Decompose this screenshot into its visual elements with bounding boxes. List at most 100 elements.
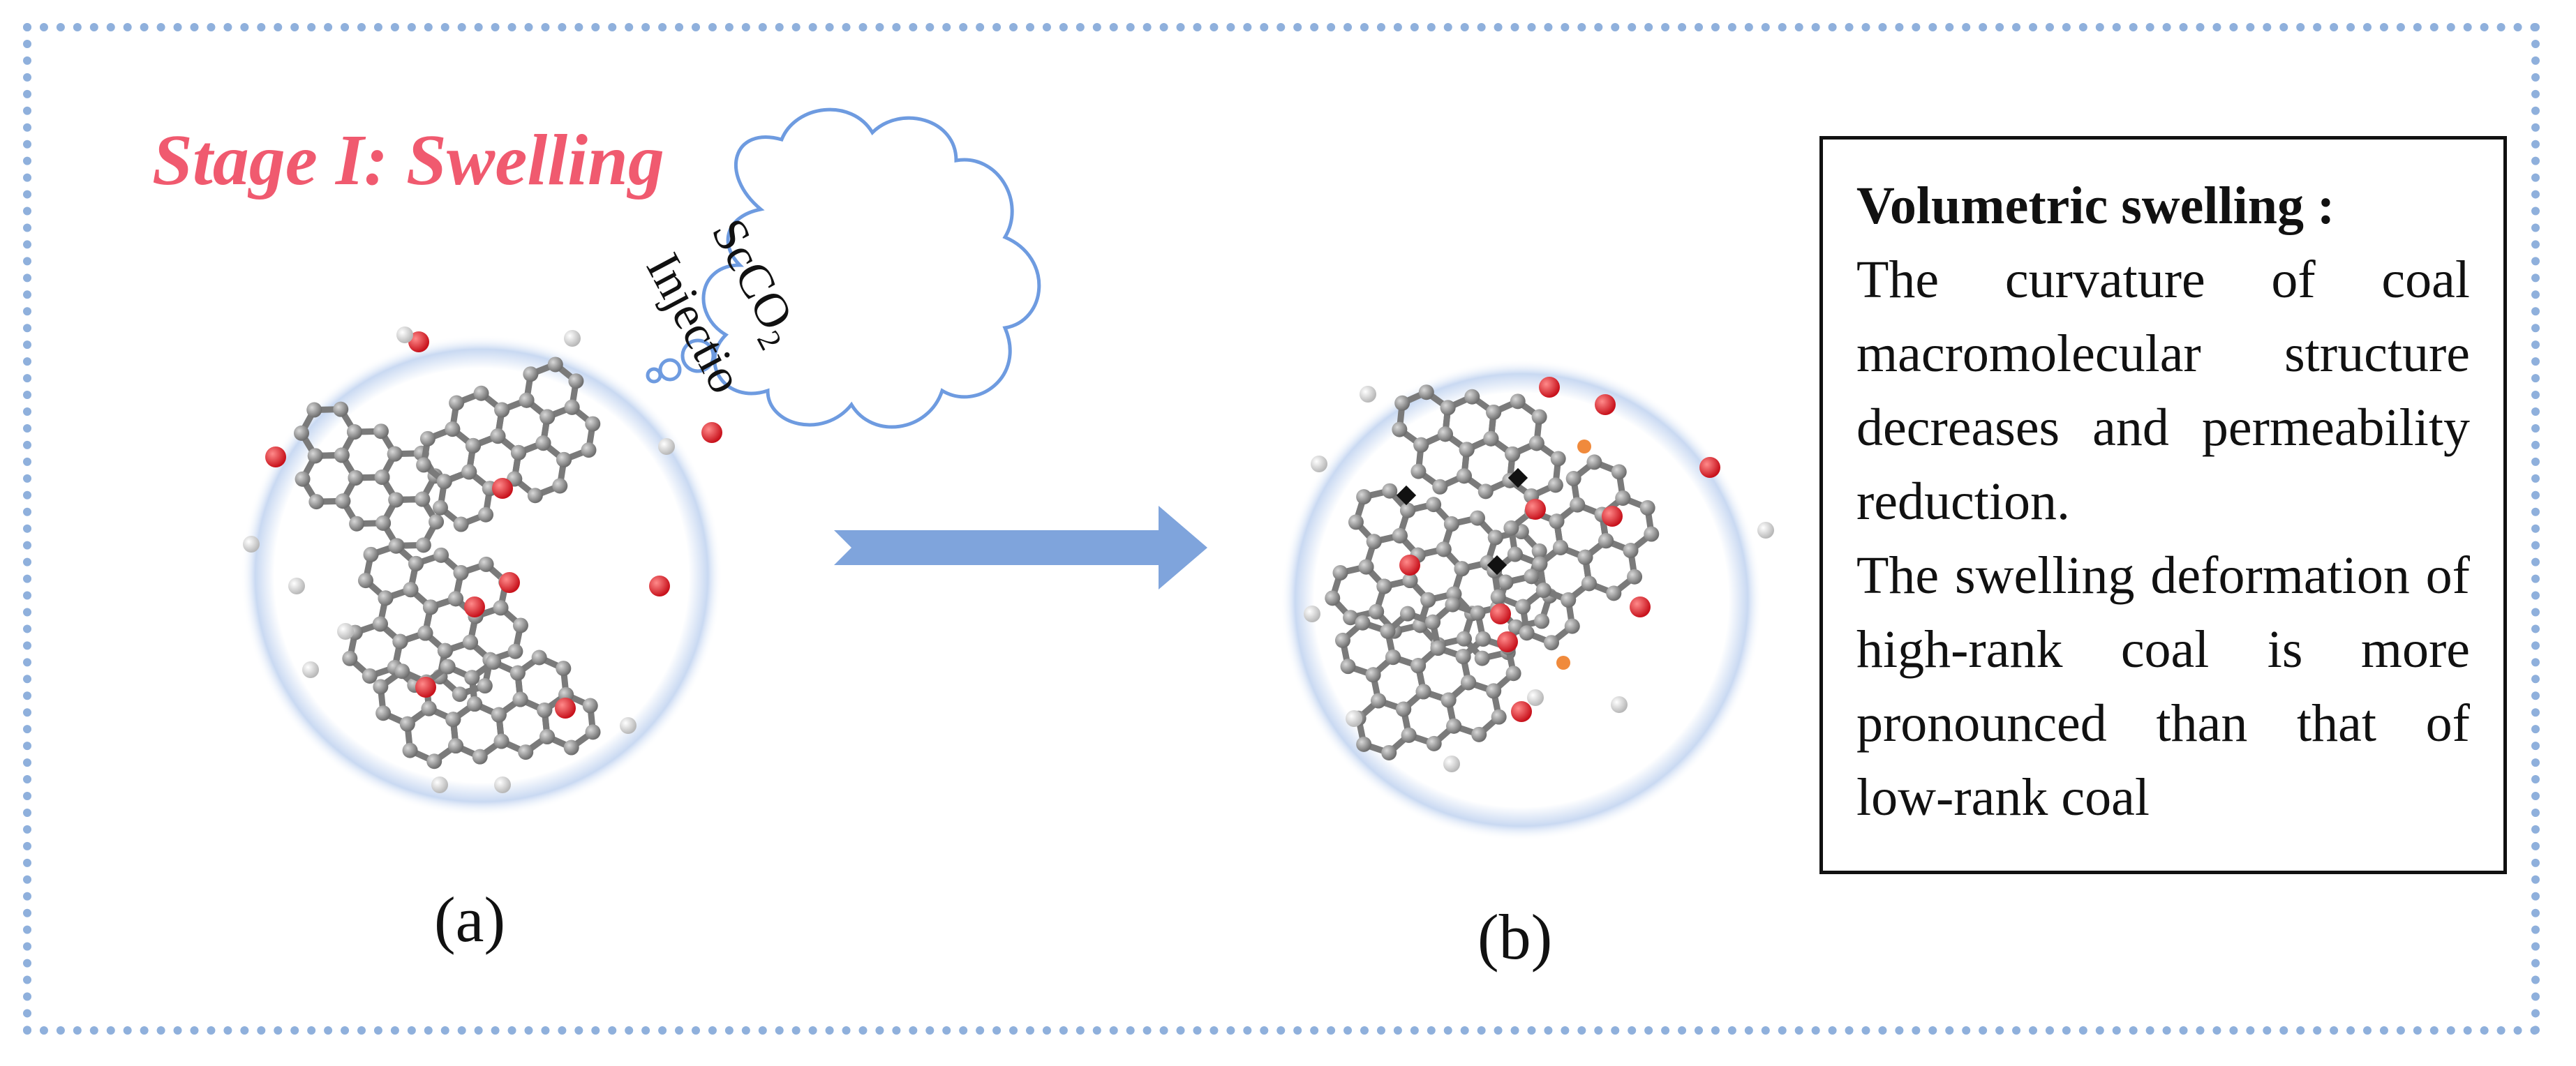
hydrogen-atom	[1527, 689, 1544, 706]
carbon-atom	[467, 696, 483, 712]
carbon-atom	[472, 749, 488, 765]
thought-cloud	[646, 107, 1041, 429]
carbon-atom	[374, 470, 390, 486]
carbon-atom	[1376, 578, 1392, 594]
carbon-atom	[1440, 692, 1457, 708]
hydrogen-atom	[1443, 756, 1460, 772]
carbon-atom	[1385, 650, 1401, 666]
carbon-atom	[1531, 409, 1547, 425]
carbon-atom	[448, 738, 464, 754]
co2-marker	[1487, 555, 1507, 576]
carbon-atom	[1586, 454, 1602, 470]
carbon-atom	[1515, 599, 1531, 615]
carbon-atom	[1498, 574, 1514, 590]
orange-atom	[1577, 440, 1591, 453]
carbon-atom	[1410, 463, 1427, 479]
panel-label-b: (b)	[1477, 901, 1553, 973]
carbon-atom	[581, 442, 597, 458]
transition-arrow	[834, 506, 1207, 590]
carbon-atom	[445, 712, 461, 728]
carbon-atom	[1410, 658, 1427, 674]
carbon-atom	[582, 698, 598, 714]
carbon-atom	[1491, 709, 1507, 725]
carbon-atom	[556, 451, 572, 467]
carbon-atom	[422, 599, 438, 615]
carbon-atom	[1470, 605, 1486, 621]
hydrogen-atom	[1360, 386, 1376, 403]
carbon-atom	[1456, 631, 1472, 647]
oxygen-atom	[1602, 506, 1623, 527]
dotted-frame	[23, 23, 2540, 1035]
carbon-atom	[1440, 400, 1456, 416]
carbon-atom	[346, 424, 362, 440]
oxygen-atom	[1595, 394, 1616, 415]
carbon-atom	[1627, 569, 1643, 585]
carbon-atom	[1355, 615, 1371, 631]
carbon-atom	[539, 409, 556, 425]
carbon-atom	[462, 634, 478, 650]
carbon-atom	[402, 742, 418, 758]
carbon-atom	[1401, 727, 1417, 743]
carbon-atom	[1415, 684, 1431, 700]
carbon-atom	[403, 582, 419, 598]
carbon-atom	[1366, 534, 1382, 550]
carbon-atom	[421, 700, 437, 716]
carbon-atom	[1565, 471, 1581, 487]
carbon-atom	[490, 428, 506, 444]
carbon-atom	[1474, 650, 1490, 666]
carbon-atom	[1400, 502, 1416, 518]
carbon-atom	[1469, 510, 1485, 526]
carbon-atom	[1486, 404, 1502, 420]
panel-label-a: (a)	[434, 884, 506, 955]
hydrogen-atom	[658, 438, 675, 455]
stage-title: Stage I: Swelling	[152, 120, 664, 200]
carbon-atom	[1644, 526, 1660, 542]
carbon-atom	[1598, 533, 1614, 549]
carbon-atom	[334, 447, 350, 463]
carbon-atom	[1524, 569, 1540, 585]
carbon-atom	[1340, 659, 1356, 675]
carbon-atom	[1418, 384, 1434, 400]
carbon-atom	[1432, 479, 1448, 495]
carbon-atom	[478, 556, 494, 572]
carbon-atom	[507, 643, 523, 659]
carbon-atom	[1455, 649, 1471, 665]
carbon-atom	[1443, 516, 1459, 532]
carbon-atom	[1535, 583, 1551, 599]
carbon-atom	[306, 402, 322, 418]
carbon-atom	[568, 373, 584, 389]
carbon-atom	[509, 665, 526, 681]
carbon-atom	[333, 401, 349, 417]
oxygen-atom	[1399, 555, 1420, 576]
carbon-atom	[419, 430, 435, 446]
carbon-atom	[537, 703, 553, 719]
oxygen-atom	[1525, 499, 1546, 520]
carbon-atom	[1490, 589, 1506, 605]
carbon-atom	[1483, 430, 1499, 446]
carbon-atom	[363, 546, 379, 562]
carbon-atom	[357, 573, 373, 589]
hydrogen-atom	[302, 661, 319, 678]
carbon-atom	[1456, 468, 1472, 484]
carbon-atom	[429, 514, 445, 530]
carbon-atom	[1365, 667, 1381, 683]
carbon-atom	[1639, 500, 1655, 516]
carbon-atom	[478, 506, 494, 523]
carbon-atom	[452, 686, 468, 703]
carbon-atom	[1392, 527, 1408, 543]
carbon-atom	[453, 564, 469, 580]
carbon-atom	[1445, 596, 1461, 613]
molecule-structure-a	[243, 326, 722, 793]
carbon-atom	[519, 392, 535, 408]
carbon-atom	[1413, 437, 1429, 453]
carbon-atom	[348, 470, 364, 486]
oxygen-atom	[1497, 631, 1518, 652]
carbon-atom	[399, 716, 415, 732]
carbon-atom	[1426, 735, 1442, 751]
info-box-paragraph-1: The curvature of coal macromolecular str…	[1856, 250, 2470, 531]
carbon-atom	[552, 478, 568, 494]
molecule-structure-b	[1304, 377, 1774, 772]
carbon-atom	[1356, 489, 1372, 505]
hydrogen-atom	[1757, 522, 1774, 539]
carbon-atom	[477, 678, 493, 694]
